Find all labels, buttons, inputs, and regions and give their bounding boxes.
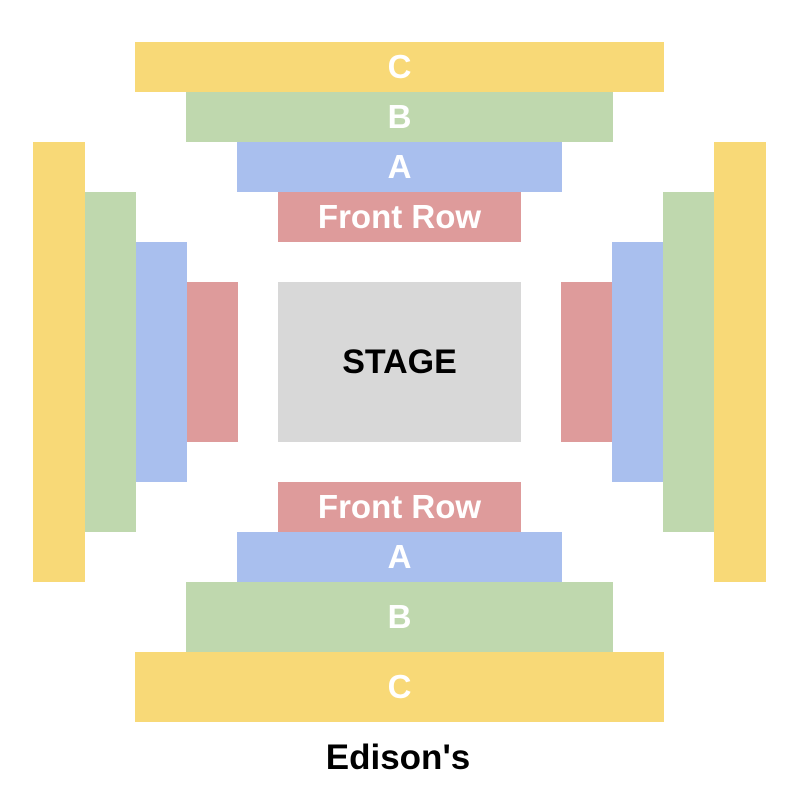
section-bottom-front-row-label: Front Row <box>317 488 482 525</box>
section-bottom-b[interactable]: B <box>186 582 613 652</box>
section-left-front-row[interactable] <box>187 282 238 442</box>
section-bottom-c-label: C <box>387 668 412 705</box>
section-top-b[interactable]: B <box>186 92 613 142</box>
section-right-front-row[interactable] <box>561 282 612 442</box>
section-top-front-row[interactable]: Front Row <box>278 192 521 242</box>
section-top-a-label: A <box>387 148 412 185</box>
section-bottom-front-row[interactable]: Front Row <box>278 482 521 532</box>
section-bottom-c[interactable]: C <box>135 652 664 722</box>
section-left-b[interactable] <box>85 192 136 532</box>
section-top-a[interactable]: A <box>237 142 562 192</box>
section-top-b-label: B <box>387 98 412 135</box>
section-bottom-a[interactable]: A <box>237 532 562 582</box>
section-right-c[interactable] <box>714 142 766 582</box>
section-left-c[interactable] <box>33 142 85 582</box>
section-bottom-a-label: A <box>387 538 412 575</box>
section-right-a[interactable] <box>612 242 663 482</box>
section-top-c-label: C <box>387 48 412 85</box>
stage: STAGE <box>278 282 521 442</box>
section-bottom-b-label: B <box>387 598 412 635</box>
section-left-a[interactable] <box>136 242 187 482</box>
section-top-front-row-label: Front Row <box>317 198 482 235</box>
section-top-c[interactable]: C <box>135 42 664 92</box>
section-right-b[interactable] <box>663 192 714 532</box>
stage-label: STAGE <box>342 342 457 381</box>
venue-title: Edison's <box>325 738 471 777</box>
